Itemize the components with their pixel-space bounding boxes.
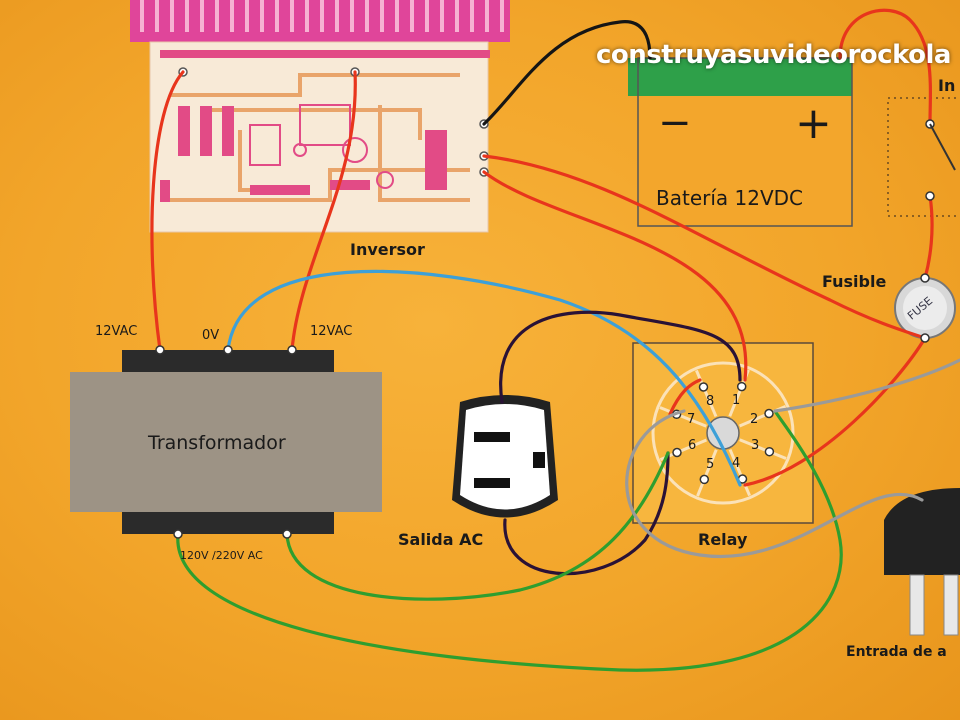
wire-gray-relay-plug <box>773 358 960 413</box>
edge-label: In <box>938 76 956 95</box>
heatsink-fin <box>365 0 369 32</box>
wire-red-switch-fuse <box>923 194 934 280</box>
battery <box>628 57 853 227</box>
heatsink-fin <box>380 0 384 32</box>
heatsink-fin <box>260 0 264 32</box>
relay-pin-6 <box>672 447 682 458</box>
heatsink-fin <box>440 0 444 32</box>
relay-pin-label: 5 <box>706 457 715 472</box>
relay-spoke <box>659 406 707 428</box>
relay-pin-2 <box>764 408 774 419</box>
heatsink-fin <box>155 0 159 32</box>
wire-red-12vac-left <box>150 70 185 352</box>
wire-red-relay-pin4 <box>743 336 927 487</box>
fuse-label: Fusible <box>822 272 887 291</box>
battery-plus: + <box>795 98 832 149</box>
wire-red-inverter-fuse <box>482 154 927 340</box>
wire-green-transformer-left <box>176 409 843 672</box>
outlet-label: Salida AC <box>398 530 484 549</box>
heatsink-fin <box>455 0 459 32</box>
relay-spoke <box>695 369 718 418</box>
relay-label: Relay <box>698 530 748 549</box>
heatsink <box>130 0 510 42</box>
heatsink-fin <box>335 0 339 32</box>
relay-pin-1 <box>736 381 747 392</box>
battery-minus: − <box>658 100 692 146</box>
heatsink-fin <box>410 0 414 32</box>
relay-spoke <box>739 438 787 460</box>
transformer-label: Transformador <box>148 432 286 454</box>
relay-pin-3 <box>764 446 775 457</box>
transformer-terminals <box>155 273 930 539</box>
heatsink-fin <box>470 0 474 32</box>
heatsink-fin <box>200 0 204 32</box>
inverter-label: Inversor <box>350 240 425 259</box>
relay-pin-5 <box>699 474 710 485</box>
heatsink-fin <box>320 0 324 32</box>
relay-pin-label: 4 <box>732 456 741 471</box>
heatsink-fin <box>140 0 144 32</box>
switch-enclosure <box>887 97 960 217</box>
heatsink-fin <box>500 0 504 32</box>
relay-pin-8 <box>698 382 709 392</box>
heatsink-fin <box>245 0 249 32</box>
transformer <box>70 350 382 534</box>
input-label: Entrada de a <box>846 644 947 660</box>
wire-red-battery-plus <box>838 8 933 126</box>
relay-spoke <box>728 448 751 497</box>
heatsink-fin <box>305 0 309 32</box>
heatsink-fin <box>425 0 429 32</box>
relay-spoke <box>696 449 718 497</box>
inverter-pcb <box>149 41 490 233</box>
wire-red-inverter-relay <box>482 170 748 382</box>
heatsink-fin <box>170 0 174 32</box>
heatsink-fin <box>275 0 279 32</box>
relay-pin-label: 3 <box>751 438 760 453</box>
switch-contacts <box>925 119 935 201</box>
heatsink-fin <box>230 0 234 32</box>
relay-pin-label: 2 <box>750 412 759 427</box>
wire-gray-relay-plug-2 <box>625 409 924 559</box>
heatsink-fin <box>290 0 294 32</box>
watermark: construyasuvideorockola <box>596 40 951 70</box>
wire-dark-outlet-bottom <box>503 451 670 576</box>
transformer-label-12vac-right: 12VAC <box>310 324 353 339</box>
ac-outlet <box>452 395 558 518</box>
heatsink-fin <box>185 0 189 32</box>
relay-pin-label: 1 <box>732 393 741 408</box>
relay-pin-label: 7 <box>687 412 696 427</box>
heatsink-fin <box>485 0 489 32</box>
battery-label: Batería 12VDC <box>656 186 804 210</box>
relay <box>632 342 814 524</box>
wire-black-battery <box>482 20 652 126</box>
wire-blue-0v <box>226 269 742 487</box>
relay-pin-label: 6 <box>688 438 697 453</box>
wire-red-12vac-right <box>290 70 357 352</box>
power-plug <box>884 488 960 636</box>
transformer-label-12vac-left: 12VAC <box>95 324 138 339</box>
wire-red-relay-pin8 <box>668 378 702 416</box>
heatsink-fin <box>350 0 354 32</box>
transformer-label-input: 120V /220V AC <box>180 549 263 562</box>
heatsink-fin <box>215 0 219 32</box>
transformer-label-0v: 0V <box>202 328 220 343</box>
heatsink-fin <box>395 0 399 32</box>
wire-dark-outlet-top <box>499 310 742 404</box>
wires <box>150 8 960 672</box>
relay-pin-label: 8 <box>706 394 715 409</box>
